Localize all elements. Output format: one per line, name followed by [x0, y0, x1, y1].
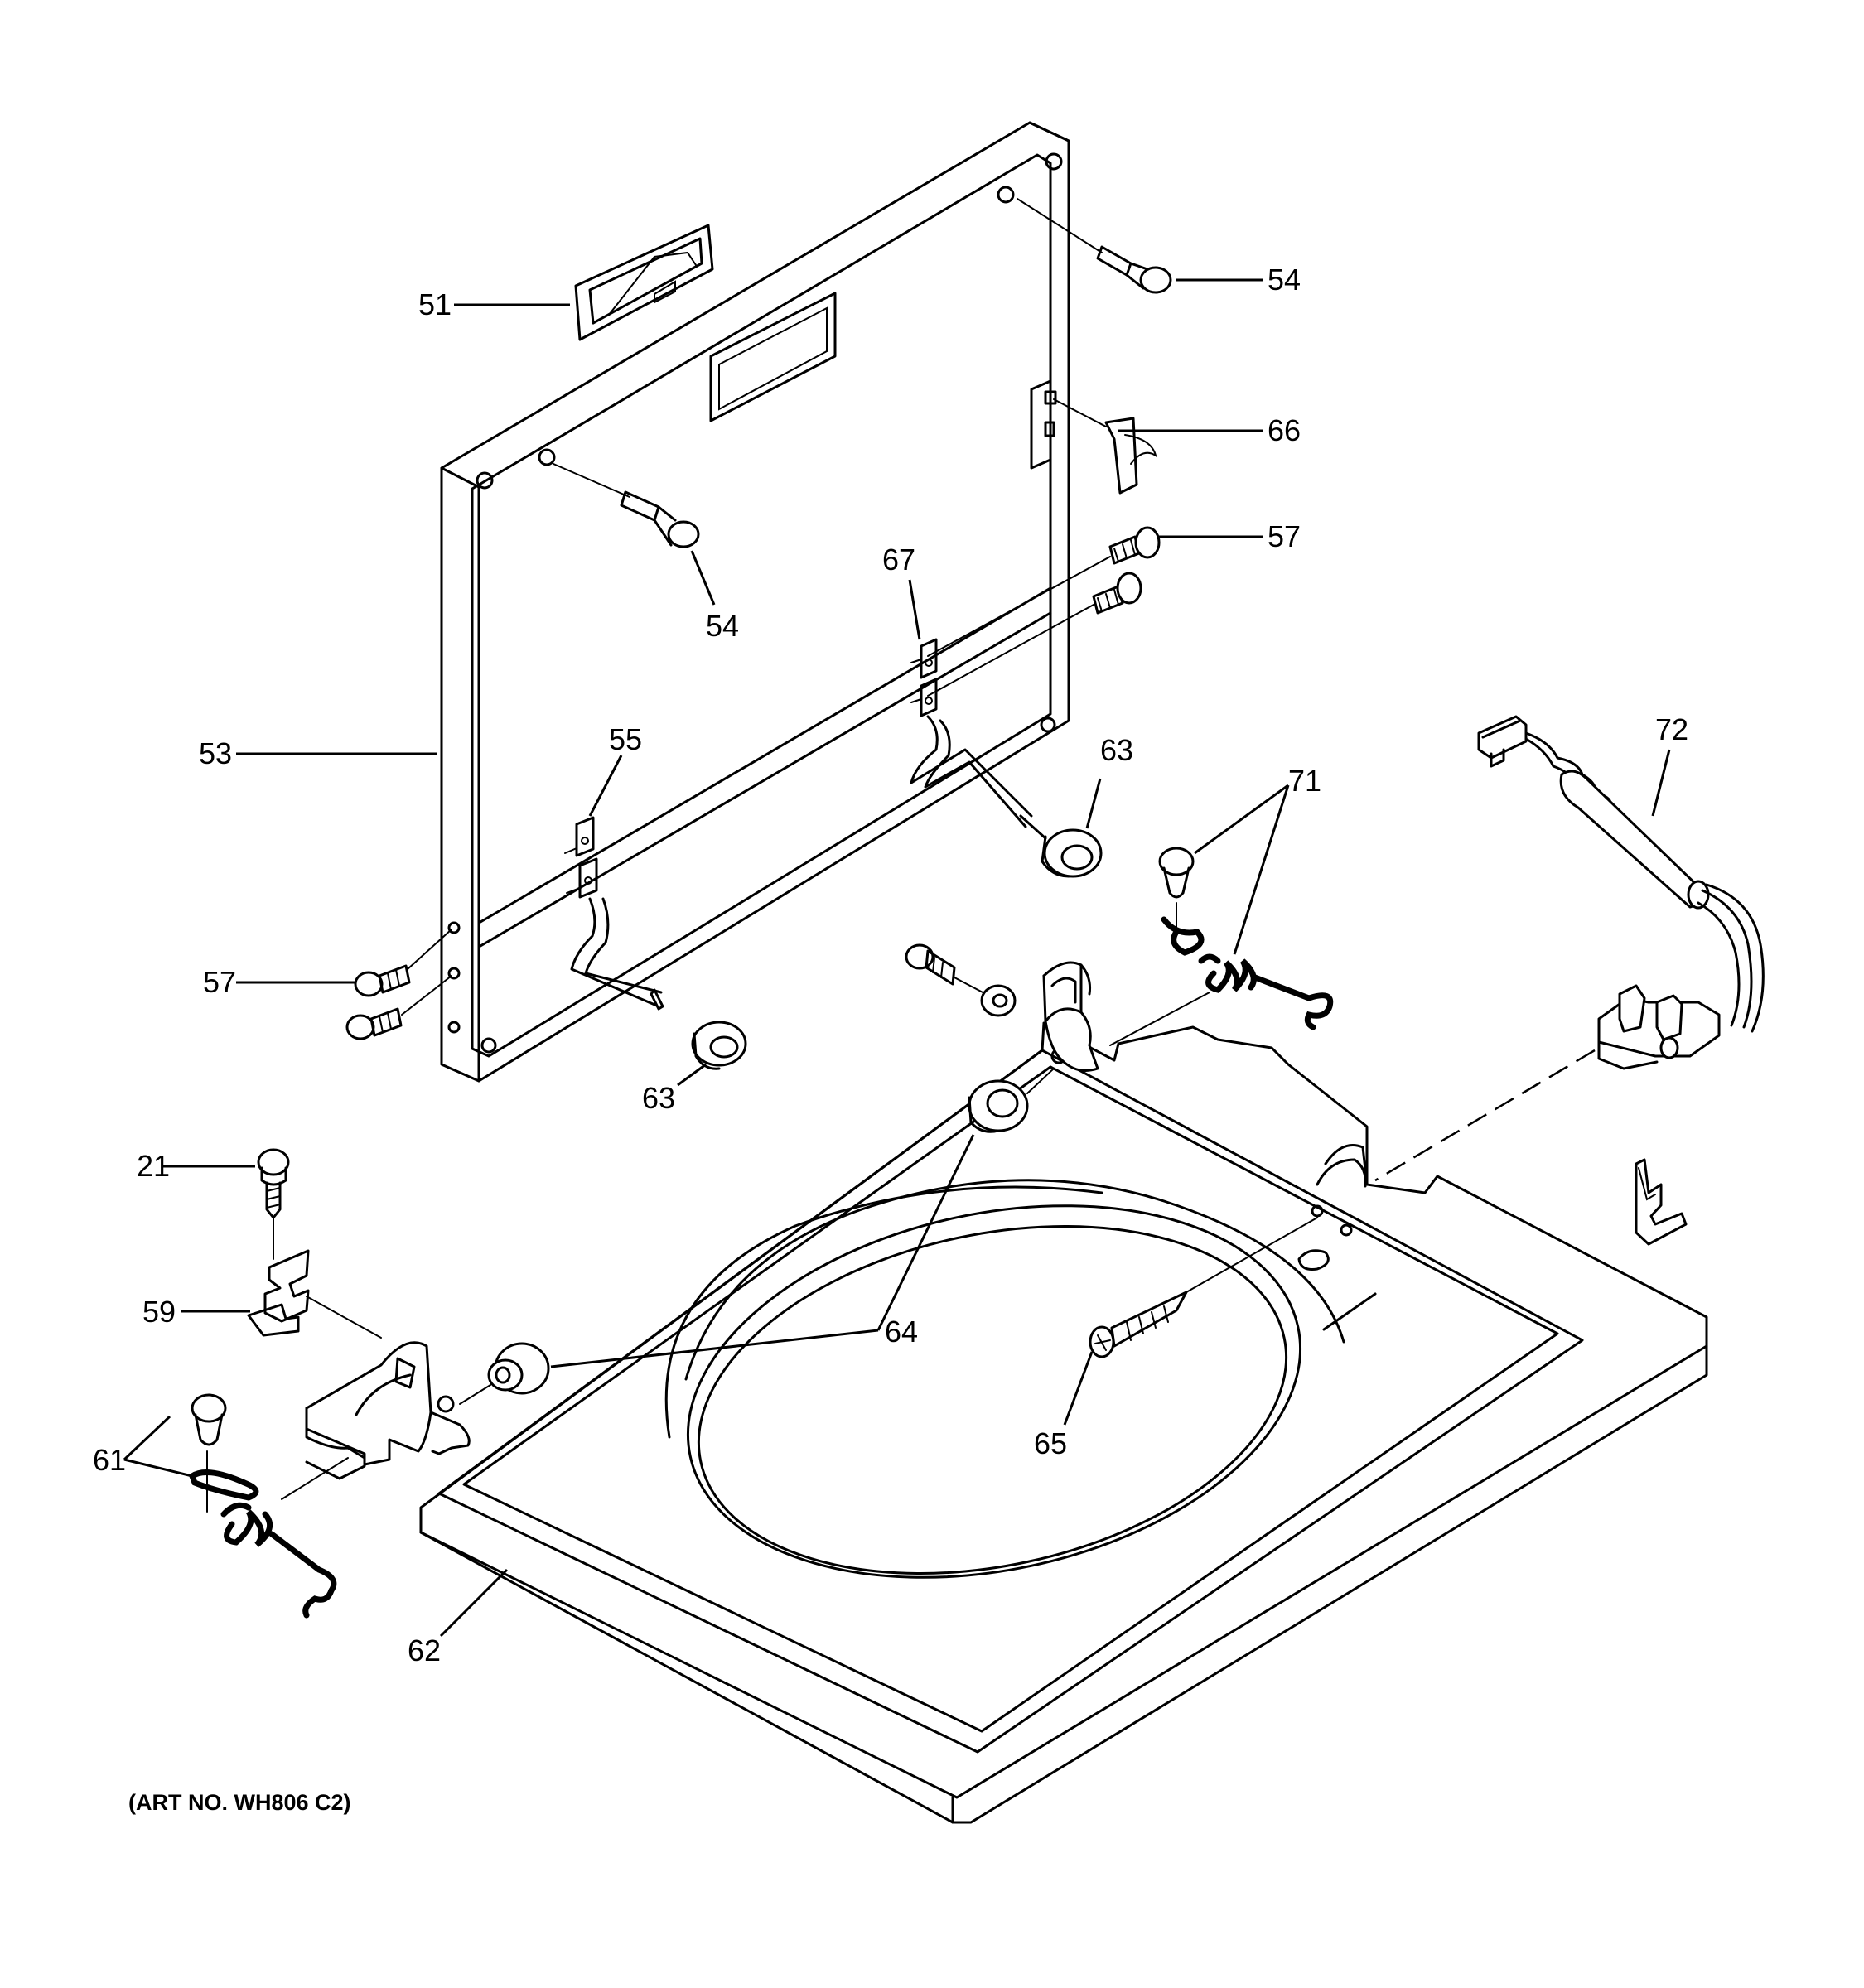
switch-mount-dash-line	[1374, 1049, 1596, 1182]
callout-64: 64	[885, 1315, 918, 1349]
cabinet-top-62	[419, 1021, 1708, 1824]
art-number: (ART NO. WH806 C2)	[128, 1790, 351, 1815]
callout-67: 67	[882, 543, 915, 577]
hinge-bolt-and-nut	[905, 943, 1017, 1017]
part-67-wire-clip	[910, 638, 938, 717]
part-64-bumpers	[459, 1068, 1055, 1405]
wire-harness-left	[570, 897, 747, 1070]
part-51-handle	[574, 224, 714, 341]
callout-59: 59	[142, 1295, 176, 1329]
part-59-clip	[247, 1249, 382, 1339]
hinge-pocket-far-right	[1316, 1144, 1369, 1188]
callout-61: 61	[93, 1443, 126, 1477]
part-72-lid-switch-harness	[1477, 715, 1765, 1070]
part-66-clip	[1030, 379, 1157, 495]
callout-51: 51	[418, 287, 452, 321]
callout-72: 72	[1655, 712, 1688, 746]
callout-55: 55	[609, 722, 642, 756]
callout-66: 66	[1268, 413, 1301, 447]
callout-65: 65	[1034, 1426, 1067, 1460]
part-21-screw	[257, 1148, 290, 1260]
switch-mount-clip	[1635, 1158, 1688, 1246]
callout-54-lower: 54	[706, 609, 739, 643]
part-65-screw	[1089, 1217, 1318, 1358]
callout-71: 71	[1288, 764, 1321, 798]
hinge-pocket-left	[305, 1341, 471, 1480]
part-54-bumper-lower	[553, 463, 700, 548]
wire-harness-right	[910, 715, 1103, 878]
part-57-screws-left	[345, 929, 452, 1040]
hinge-pocket-right	[1042, 961, 1099, 1072]
lid-frame	[440, 121, 1070, 1083]
part-54-bumper-upper	[1017, 198, 1172, 294]
part-61-spring-left	[188, 1393, 349, 1619]
part-71-spring-right	[1109, 847, 1334, 1046]
callout-62: 62	[408, 1633, 441, 1667]
callout-21: 21	[137, 1149, 170, 1183]
callout-53: 53	[199, 736, 232, 770]
part-55-wire-clip	[564, 816, 598, 899]
callout-63-lower: 63	[642, 1081, 675, 1115]
leader-lines	[123, 278, 1671, 1638]
callout-57-left: 57	[203, 965, 236, 999]
callout-63-upper: 63	[1100, 733, 1133, 767]
callout-54-upper: 54	[1268, 263, 1301, 297]
part-57-screws-right	[927, 526, 1161, 697]
callout-labels: 51 54 66 57 67 54 53 55 63 71 72 57 63 2…	[93, 263, 1688, 1815]
callout-57-right: 57	[1268, 519, 1301, 553]
